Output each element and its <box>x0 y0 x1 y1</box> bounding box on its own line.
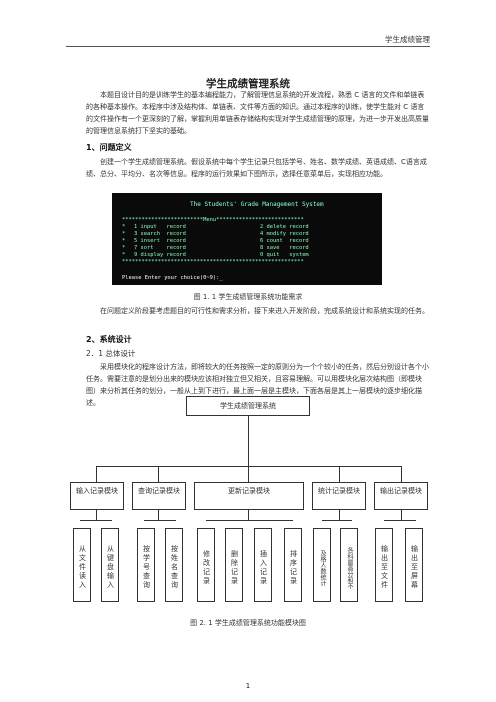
diagram-leaf: 各科最高分和不 <box>340 528 358 602</box>
diagram-connector <box>339 466 340 482</box>
console-star: * <box>122 224 126 230</box>
console-star: * <box>122 238 126 244</box>
console-menu-item: 9 display record <box>134 252 186 258</box>
diagram-leaf: 插入记录 <box>254 528 272 602</box>
diagram-leaf: 按学号查询 <box>137 528 155 602</box>
diagram-leaf: 删除记录 <box>225 528 243 602</box>
console-menu-item: 1 input record <box>134 224 186 230</box>
analysis-paragraph: 在问题定义阶段要考虑题目的可行性和需求分析，接下来进入开发阶段，完成系统设计和系… <box>100 307 429 315</box>
section-2-1-heading: 2．1 总体设计 <box>86 349 136 358</box>
console-menu-item: 3 search record <box>134 231 186 237</box>
diagram-connector <box>322 520 352 521</box>
diagram-connector <box>206 520 293 521</box>
console-menu-item: 5 insert record <box>134 238 186 244</box>
document-title: 学生成绩管理系统 <box>206 78 290 90</box>
diagram-connector <box>144 520 176 521</box>
page-header: 学生成绩管理 <box>385 35 430 44</box>
section-1-heading: 1、问题定义 <box>86 143 132 152</box>
console-menu-border-top: *************************Menu***********… <box>122 217 304 223</box>
diagram-leaf: 排序记录 <box>284 528 302 602</box>
header-rule <box>66 46 430 47</box>
diagram-connector <box>339 510 340 520</box>
diagram-module-count: 统计记录模块 <box>312 482 366 510</box>
diagram-connector <box>248 466 249 482</box>
console-menu-border-bottom: ****************************************… <box>122 259 304 265</box>
diagram-connector <box>248 416 249 466</box>
console-menu-item: 7 sort record <box>134 245 186 251</box>
diagram-connector <box>96 510 97 520</box>
diagram-leaf: 输出至文件 <box>375 528 393 602</box>
diagram-module-update: 更新记录模块 <box>194 482 304 510</box>
diagram-leaf: 修改记录 <box>197 528 215 602</box>
diagram-leaf: 及格人数统计 <box>313 528 331 602</box>
console-title: The Students' Grade Management System <box>190 201 324 208</box>
diagram-leaf: 输出至屏幕 <box>405 528 423 602</box>
diagram-connector <box>401 466 402 482</box>
diagram-leaf: 按姓名查询 <box>165 528 183 602</box>
diagram-connector <box>384 520 416 521</box>
intro-paragraph: 本题目设计目的是训练学生的基本编程能力，了解管理信息系统的开发流程，熟悉 C 语… <box>86 91 429 135</box>
diagram-root-node: 学生成绩管理系统 <box>186 396 310 416</box>
diagram-connector <box>158 466 159 482</box>
console-star: * <box>122 252 126 258</box>
console-menu-item: 0 quit system <box>260 252 309 258</box>
figure-1-caption: 图 1. 1 学生成绩管理系统功能需求 <box>193 293 303 301</box>
console-menu-item: 8 save record <box>260 245 309 251</box>
console-menu-item: 6 count record <box>260 238 309 244</box>
diagram-leaf: 从键盘输入 <box>101 528 119 602</box>
diagram-connector <box>158 510 159 520</box>
diagram-leaf: 从文件读入 <box>73 528 91 602</box>
diagram-module-output: 输出记录模块 <box>374 482 428 510</box>
diagram-connector <box>80 520 112 521</box>
figure-2-caption: 图 2. 1 学生成绩管理系统功能模块图 <box>190 619 306 627</box>
diagram-connector <box>248 510 249 520</box>
section-2-heading: 2、系统设计 <box>86 335 132 344</box>
diagram-connector <box>401 510 402 520</box>
console-menu-item: 2 delete record <box>260 224 309 230</box>
section-1-paragraph: 创建一个学生成绩管理系统。假设系统中每个学生记录只包括学号、姓名、数学成绩、英语… <box>86 158 427 178</box>
console-prompt: Please Enter your choice(0~9):_ <box>122 275 223 281</box>
console-menu-item: 4 modify record <box>260 231 309 237</box>
section-2-paragraph: 采用模块化的程序设计方法，即将较大的任务按照一定的原则分为一个个较小的任务，然后… <box>86 363 429 407</box>
console-screenshot: The Students' Grade Management System **… <box>112 193 382 285</box>
diagram-module-search: 查询记录模块 <box>132 482 186 510</box>
diagram-module-input: 输入记录模块 <box>70 482 124 510</box>
console-star: * <box>122 245 126 251</box>
page-number: 1 <box>245 682 251 690</box>
console-star: * <box>122 231 126 237</box>
diagram-connector <box>96 466 97 482</box>
